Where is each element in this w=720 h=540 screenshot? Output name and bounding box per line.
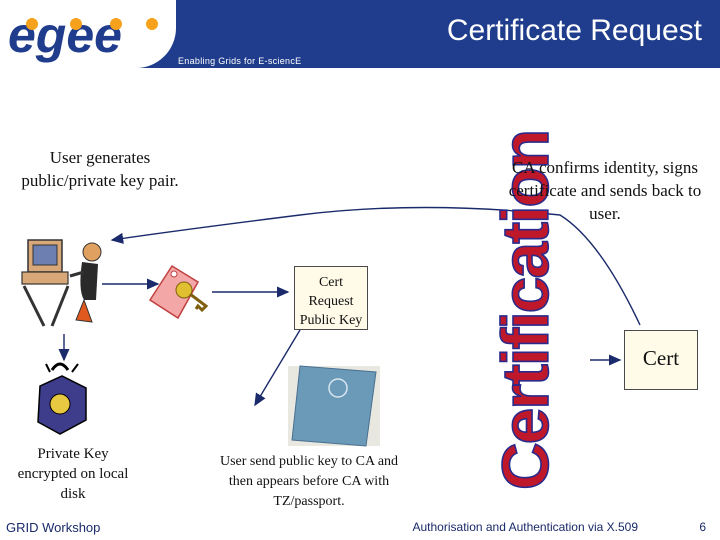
ca-confirms-text: CA confirms identity, signs certificate … [508,158,702,223]
arrow-request-to-passport [254,329,301,407]
user-generates-text: User generates public/private key pair. [21,148,179,190]
page-number: 6 [699,520,706,534]
user-computer-icon [21,239,102,327]
private-key-icon [37,362,87,435]
logo-accent [70,18,82,30]
cert-request-text: Cert Request Public Key [299,275,363,328]
page-title: Certificate Request [446,14,702,47]
header-bar: egee Certificate Request Enabling Grids … [0,0,720,68]
cert-text: Cert [642,346,680,370]
certification-text: Certification [488,131,562,490]
cert-request-scroll: Cert Request Public Key [294,266,368,330]
egee-logo-icon: egee [8,7,158,63]
key-tag-icon [148,264,209,320]
return-arrow [110,206,641,326]
logo-accent [146,18,158,30]
logo-text: egee [8,7,122,63]
footer-right: Authorisation and Authentication via X.5… [412,520,639,534]
passport-image [288,365,380,447]
cert-scroll: Cert [624,330,698,390]
logo-accent [110,18,122,30]
tagline: Enabling Grids for E-sciencE [178,56,302,66]
logo-accent [26,18,38,30]
private-key-text: Private Key encrypted on local disk [17,446,129,502]
egee-logo: egee [0,0,176,68]
footer-left: GRID Workshop [6,520,101,535]
user-send-text: User send public key to CA and then appe… [219,454,399,509]
certification-stamp: Certification [487,130,563,491]
